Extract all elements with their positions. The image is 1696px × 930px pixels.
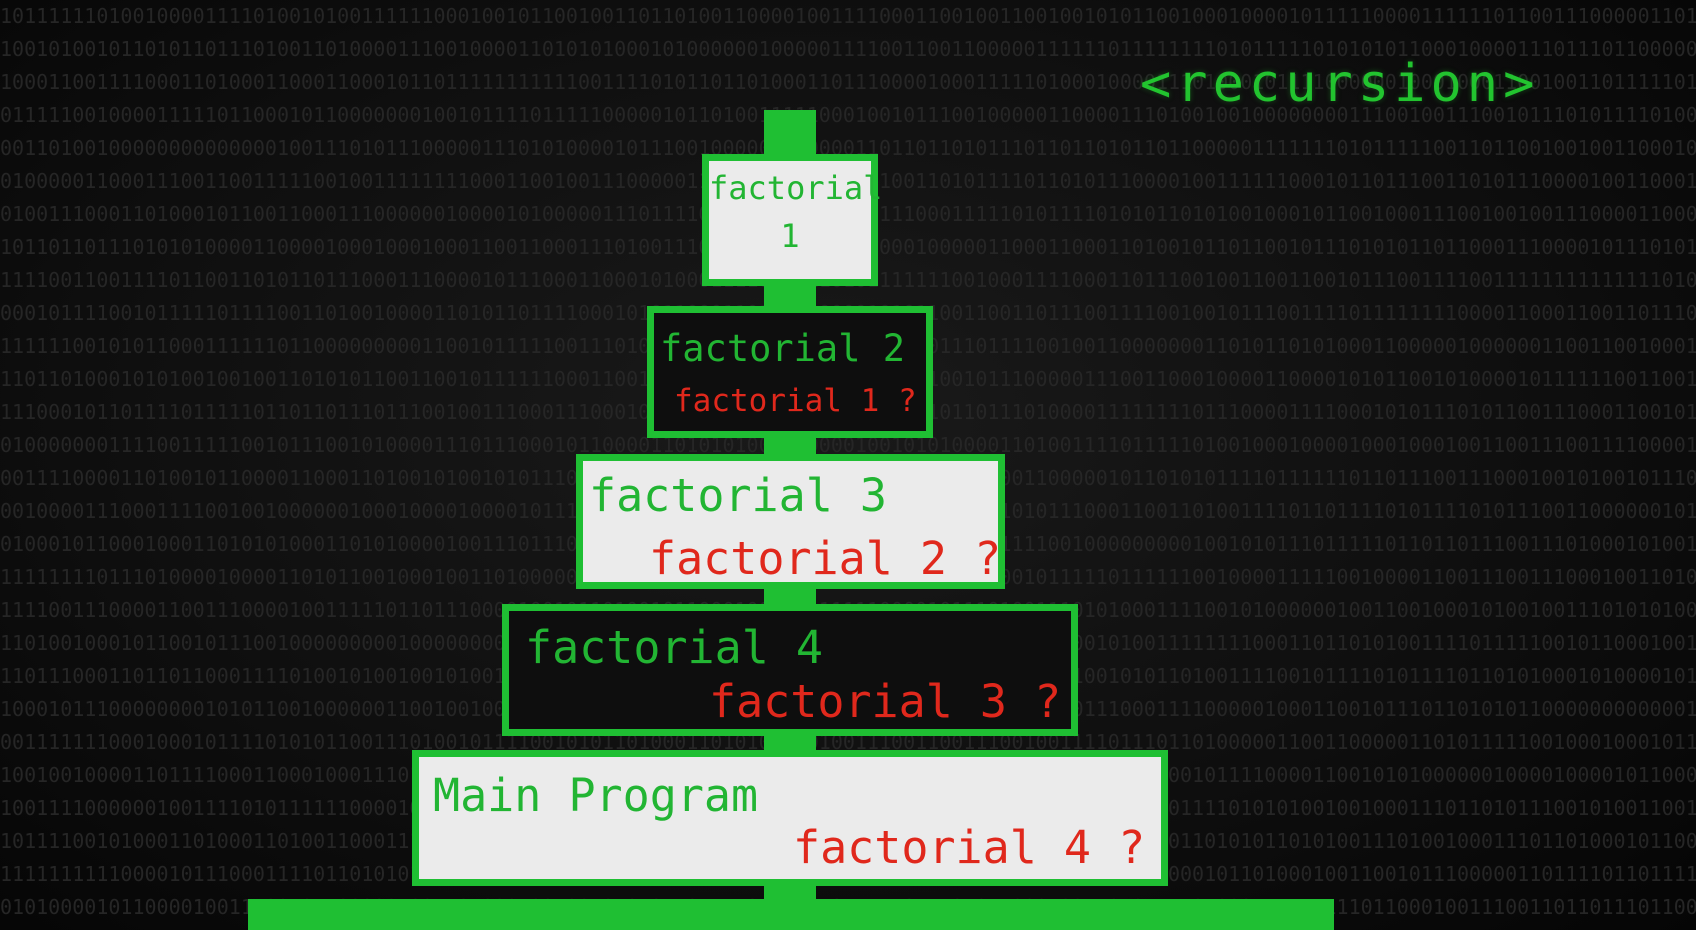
frame-pending-call: factorial 1 ? (674, 383, 917, 419)
stack-frame-main-program: Main Program factorial 4 ? (412, 750, 1168, 886)
frame-title-value: 1 (780, 217, 800, 255)
frame-title: factorial 3 (589, 469, 888, 522)
stack-stem-segment (764, 434, 816, 454)
stack-stem-segment (764, 585, 816, 605)
frame-title: factorial 4 (525, 621, 824, 674)
frame-pending-call: factorial 3 ? (709, 675, 1062, 728)
recursion-tag-title: <recursion> (1140, 54, 1540, 114)
stack-base-bar (248, 899, 1334, 930)
stack-frame-factorial-4: factorial 4 factorial 3 ? (502, 604, 1078, 736)
stack-frame-factorial-2: factorial 2 factorial 1 ? (647, 306, 933, 438)
frame-pending-call: factorial 4 ? (793, 821, 1146, 874)
frame-pending-call: factorial 2 ? (649, 532, 1002, 585)
frame-title: Main Program (433, 769, 759, 822)
frame-title: factorial (709, 169, 883, 207)
stack-stem-top (764, 110, 816, 158)
stack-frame-factorial-3: factorial 3 factorial 2 ? (576, 454, 1005, 589)
stack-frame-factorial-1: factorial 1 (702, 154, 883, 286)
stack-stem-segment (764, 882, 816, 902)
stack-stem-segment (764, 732, 816, 752)
frame-title: factorial 2 (660, 327, 906, 370)
stack-stem-segment (764, 282, 816, 310)
